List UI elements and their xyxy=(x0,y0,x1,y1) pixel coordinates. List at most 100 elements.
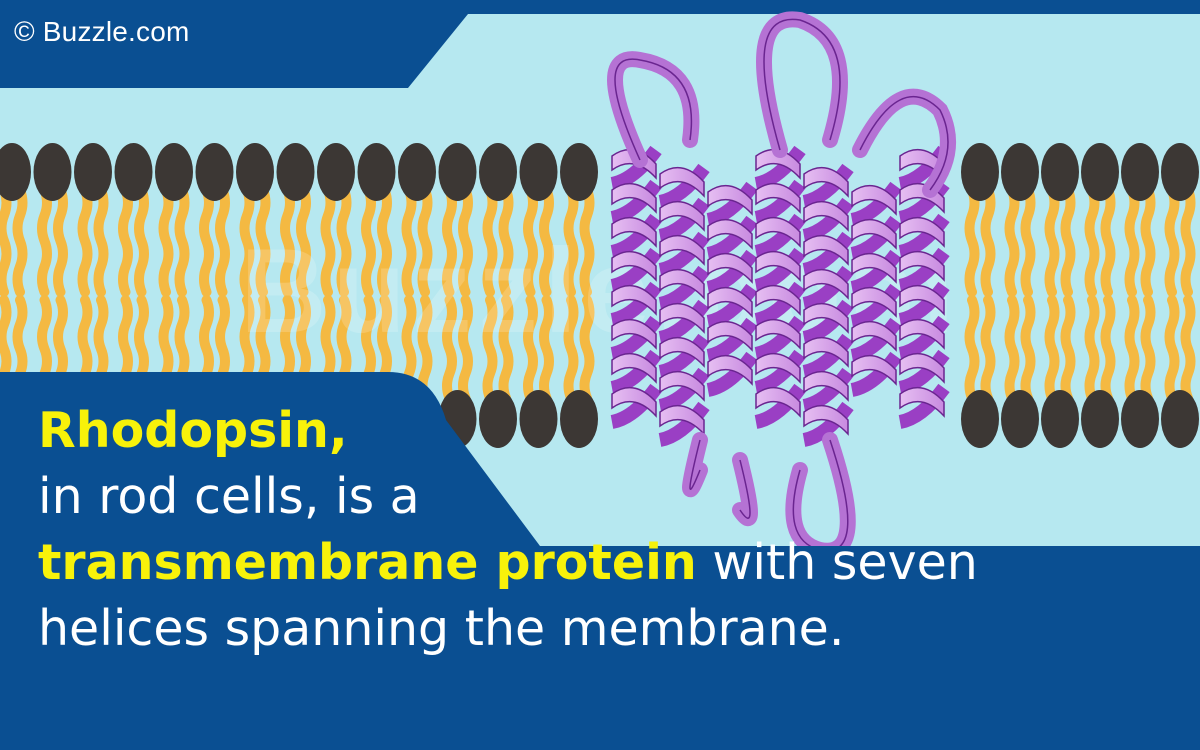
helix-ribbon xyxy=(851,354,897,386)
helix-coil-back xyxy=(610,247,662,293)
caption-panel xyxy=(0,372,1200,750)
lipid-head xyxy=(961,390,999,448)
helix-ribbon xyxy=(803,370,849,402)
lipid-head xyxy=(317,143,355,201)
helix-loop-outline xyxy=(614,58,693,161)
helix-ribbon xyxy=(899,352,945,384)
helix-ribbon xyxy=(611,284,657,316)
helix-coil-back xyxy=(898,281,950,327)
helix-ribbon xyxy=(707,252,753,284)
helix-ribbon xyxy=(851,184,897,216)
lipid-tail xyxy=(1180,185,1196,297)
helix-coil-back xyxy=(658,163,710,209)
helix-ribbon xyxy=(803,268,849,300)
lipid-tail xyxy=(1140,185,1156,297)
helix-coil-back xyxy=(802,265,854,311)
helix-ribbon xyxy=(659,336,705,368)
helix-coil-back xyxy=(658,367,710,413)
lipid-tail xyxy=(174,185,190,297)
helix-ribbon xyxy=(611,386,657,418)
helix-coil-back xyxy=(802,231,854,277)
helix-coil-back xyxy=(610,383,662,429)
helix-coil-back xyxy=(802,197,854,243)
helix-coil-back xyxy=(898,349,950,395)
helix-ribbon xyxy=(851,252,897,284)
helix-ribbon xyxy=(803,234,849,266)
caption-text: Rhodopsin, in rod cells, is a transmembr… xyxy=(38,398,1178,662)
helix-coil-back xyxy=(754,383,806,429)
helix-coil-back xyxy=(754,247,806,293)
helix-coil-back xyxy=(850,249,902,295)
helix-ribbon xyxy=(611,250,657,282)
copyright-credit: © Buzzle.com xyxy=(14,16,190,47)
lipid-tail xyxy=(498,185,514,297)
helix-ribbon xyxy=(899,318,945,350)
helix-coil-back xyxy=(754,145,806,191)
lipid-tail xyxy=(158,185,174,297)
helix-ribbon xyxy=(899,386,945,418)
caption-line-3: transmembrane protein with seven xyxy=(38,530,1178,596)
helix-ribbon xyxy=(755,284,801,316)
lipid-tail xyxy=(134,185,149,297)
lipid-tail xyxy=(320,185,336,297)
lipid-tail xyxy=(458,295,473,403)
lipid-tail xyxy=(1180,295,1196,403)
lipid-tail xyxy=(458,185,473,297)
helix-coil-back xyxy=(658,265,710,311)
helix-3 xyxy=(706,181,758,397)
helix-1 xyxy=(610,145,662,429)
helix-ribbon xyxy=(803,336,849,368)
helix-ribbon xyxy=(611,182,657,214)
helix-ribbon xyxy=(707,218,753,250)
helix-ribbon xyxy=(755,182,801,214)
helix-ribbon xyxy=(803,404,849,436)
helix-coil-back xyxy=(754,179,806,225)
lipid-tail xyxy=(523,185,538,297)
lipid-head xyxy=(1041,143,1079,201)
helix-coil-back xyxy=(610,349,662,395)
lipid-tail xyxy=(1060,295,1076,403)
helix-ribbon xyxy=(899,250,945,282)
helix-coil-back xyxy=(706,317,758,363)
helix-ribbon xyxy=(707,286,753,318)
helix-ribbon xyxy=(899,284,945,316)
helix-coil-back xyxy=(658,333,710,379)
helix-coil-back xyxy=(610,179,662,225)
lipid-head xyxy=(1081,143,1119,201)
caption-title: Rhodopsin, xyxy=(38,402,348,459)
lipid-tail xyxy=(417,185,433,297)
lipid-tail xyxy=(964,295,980,403)
lipid-head xyxy=(398,143,436,201)
helix-coil-back xyxy=(850,215,902,261)
lipid-tail xyxy=(964,185,980,297)
helix-coil-back xyxy=(802,163,854,209)
helix-ribbon xyxy=(611,216,657,248)
lipid-tail xyxy=(1004,295,1020,403)
lipid-head xyxy=(479,390,517,448)
helix-ribbon xyxy=(803,302,849,334)
lipid-tail xyxy=(1140,295,1156,403)
lipid-head xyxy=(560,390,598,448)
helix-4 xyxy=(754,145,806,429)
lipid-head xyxy=(357,143,396,201)
lipid-tail xyxy=(482,185,498,297)
helix-ribbon xyxy=(659,302,705,334)
helix-coil-back xyxy=(850,181,902,227)
helix-coil-back xyxy=(754,315,806,361)
helix-coil-back xyxy=(706,283,758,329)
lipid-tail xyxy=(1044,185,1060,297)
lipid-tail xyxy=(563,295,579,403)
helix-coil-back xyxy=(610,145,662,191)
helix-ribbon xyxy=(707,354,753,386)
lipid-tail xyxy=(401,185,417,297)
lipid-tail xyxy=(539,185,554,297)
lipid-tail xyxy=(579,295,595,403)
helix-loop-outline xyxy=(763,18,841,151)
helix-coil-back xyxy=(898,383,950,429)
helix-ribbon xyxy=(659,268,705,300)
lipid-head xyxy=(1081,390,1119,448)
lipid-tail xyxy=(1004,185,1020,297)
helix-coil-back xyxy=(802,401,854,447)
lipid-head xyxy=(519,143,558,201)
